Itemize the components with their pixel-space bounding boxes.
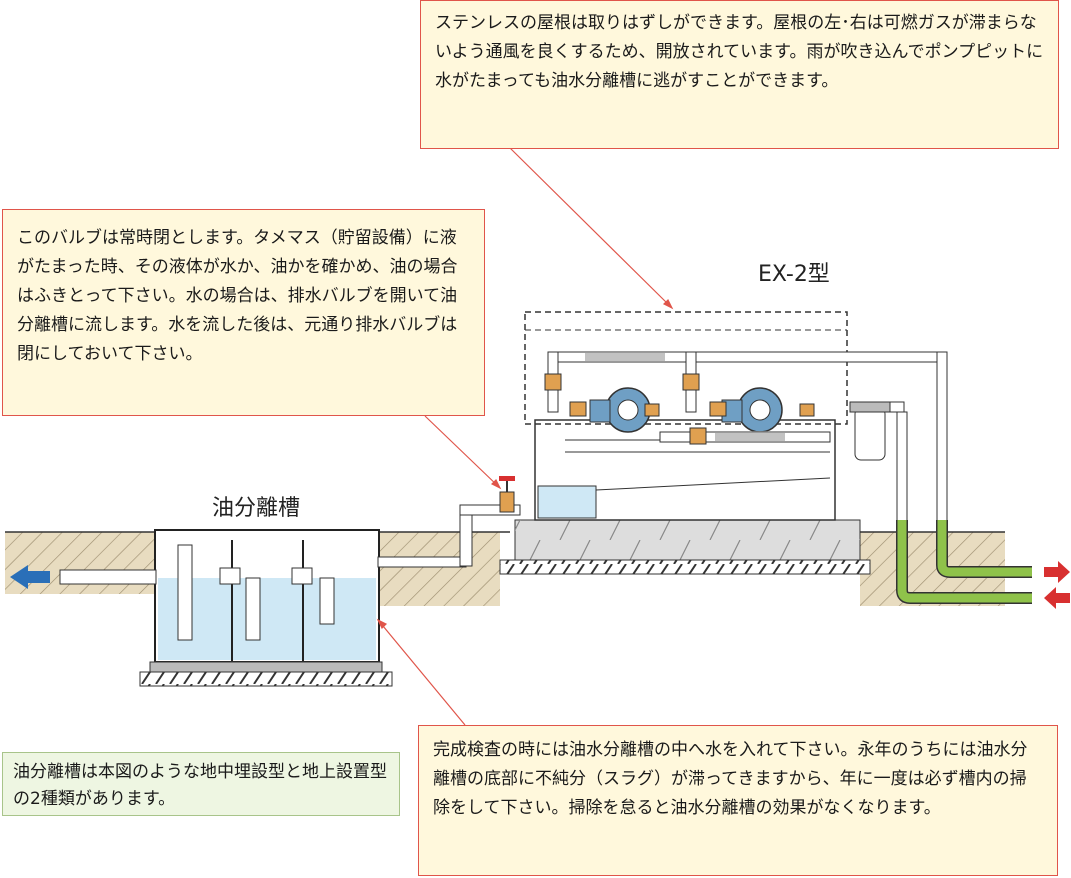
piping	[544, 351, 948, 523]
types-note: 油分離槽は本図のような地中埋設型と地上設置型の2種類があります。	[2, 752, 400, 816]
underground-lines	[896, 520, 1070, 609]
pump-station	[499, 311, 871, 575]
out-arrow	[1044, 561, 1070, 583]
tank-label: 油分離槽	[212, 496, 301, 521]
roof-note: ステンレスの屋根は取りはずしができます。屋根の左･右は可燃ガスが滞まらないよう通…	[420, 0, 1059, 149]
outlet-pipe	[10, 565, 157, 589]
drain-pipe	[377, 476, 521, 568]
pumps	[589, 387, 783, 433]
model-title: EX-2型	[758, 262, 830, 287]
valve-note: このバルブは常時閉とします。タメマス（貯留設備）に液がたまった時、その液体が水か…	[2, 209, 485, 416]
callout-leaders	[376, 147, 674, 726]
in-arrow	[1044, 587, 1070, 609]
inspection-note: 完成検査の時には油水分離槽の中へ水を入れて下さい。永年のうちには油水分離槽の底部…	[418, 725, 1058, 876]
oil-separator-tank	[139, 529, 393, 687]
